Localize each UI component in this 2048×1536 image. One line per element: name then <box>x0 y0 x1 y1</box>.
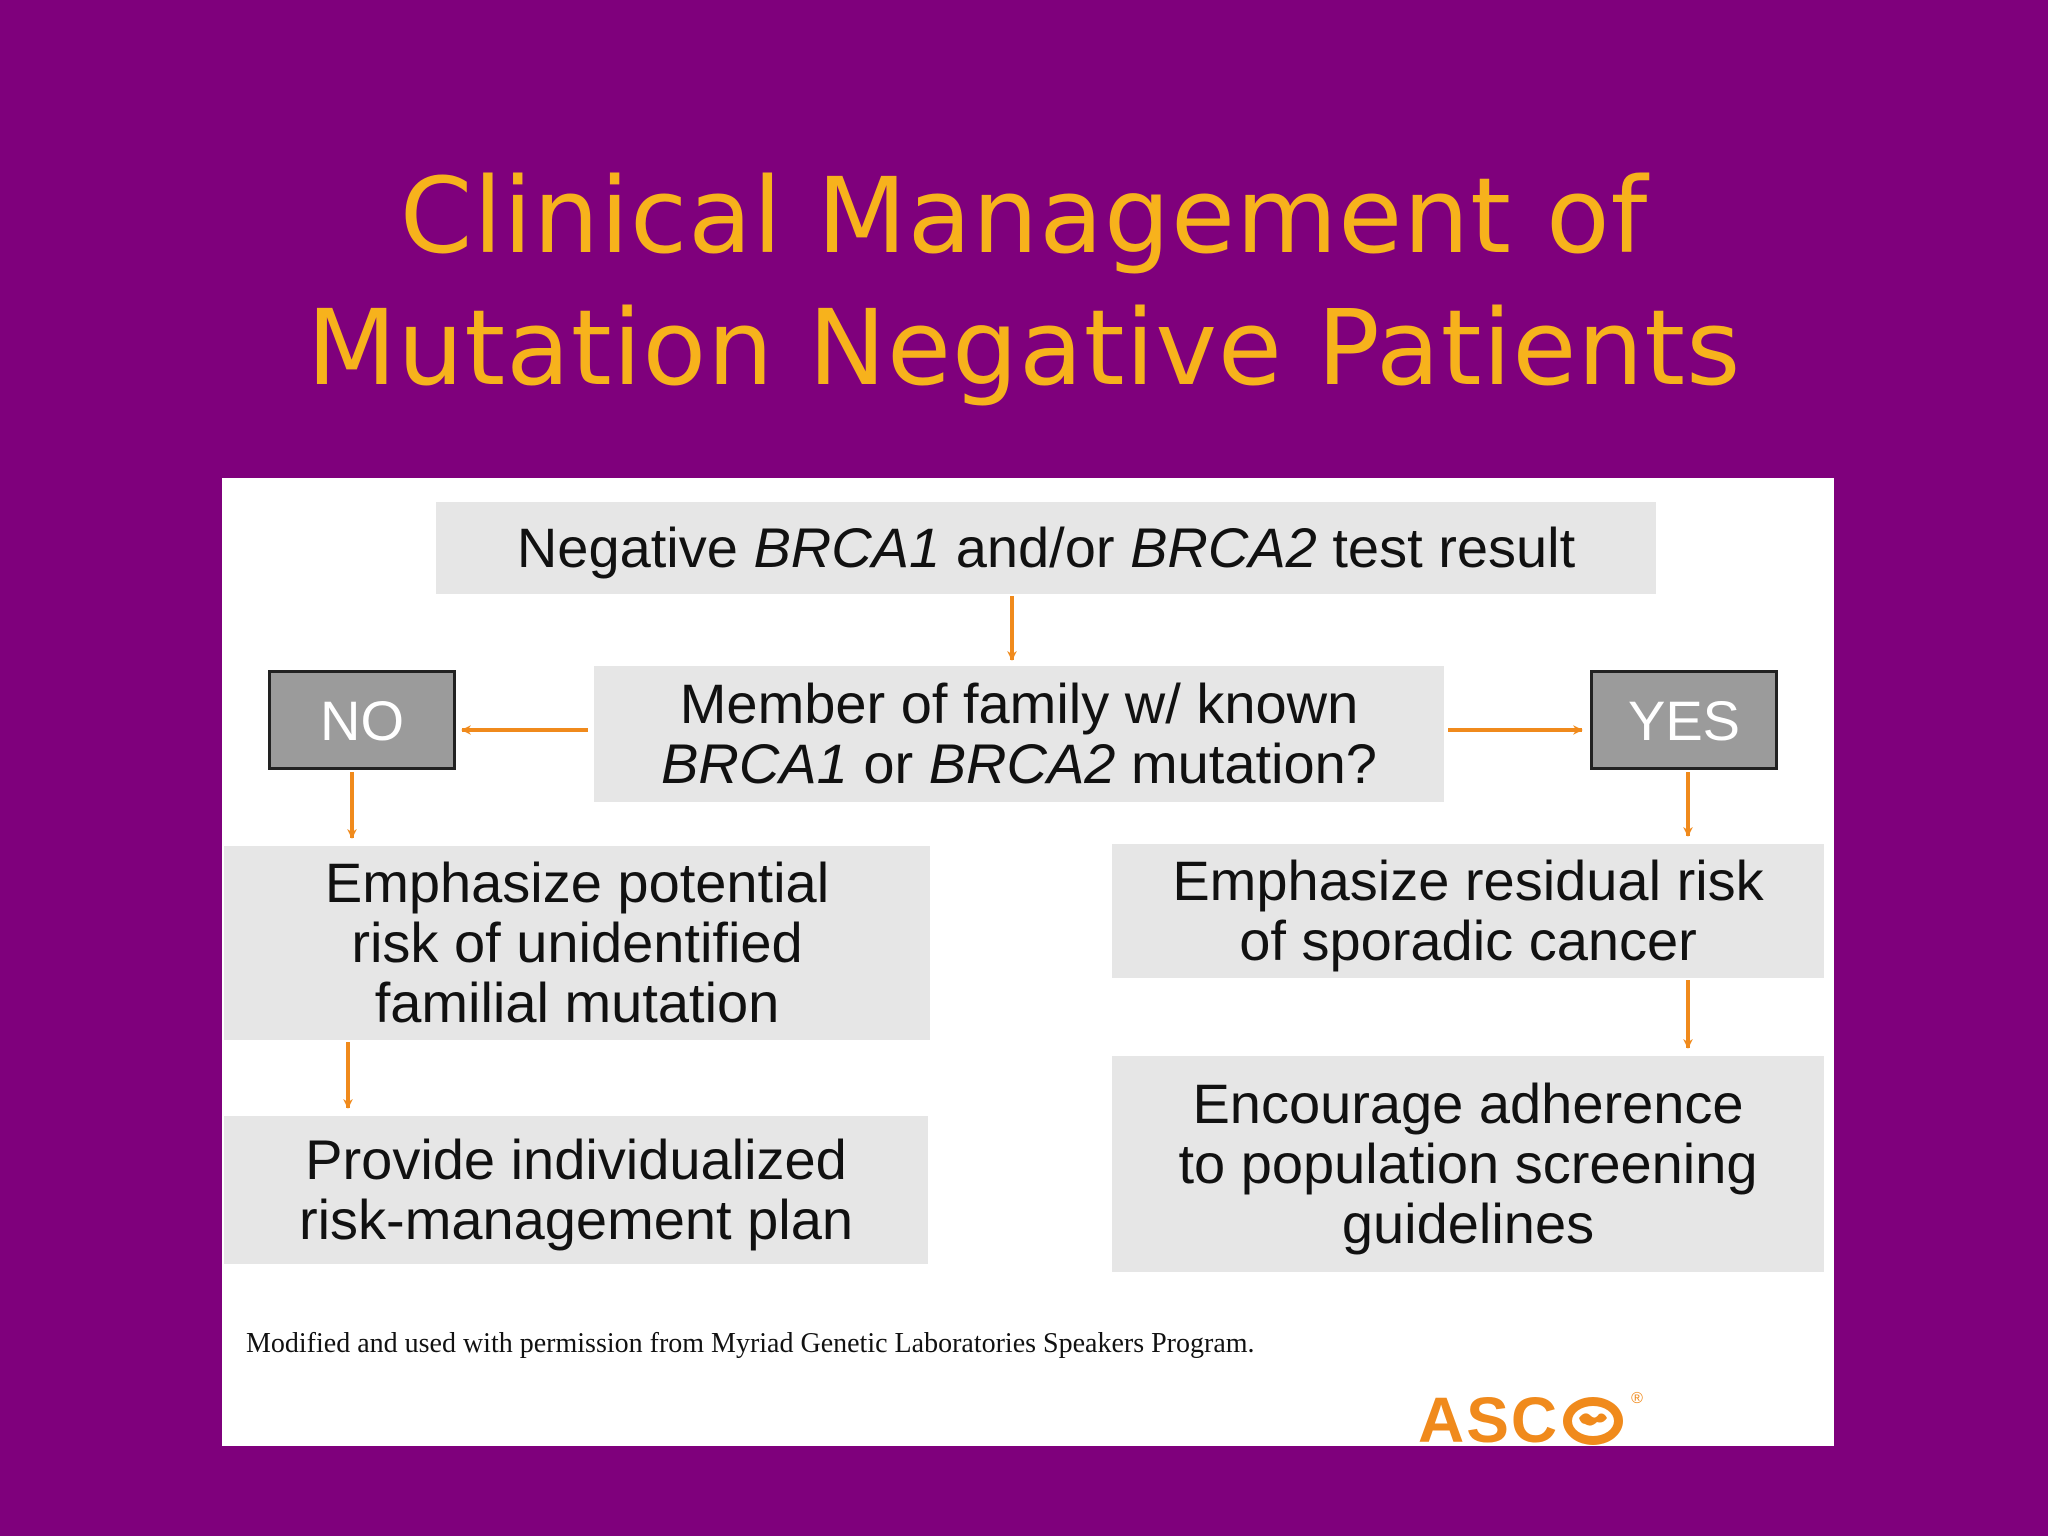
emphasize-potential-risk-box: Emphasize potential risk of unidentified… <box>224 846 930 1040</box>
no-decision-box: NO <box>268 670 456 770</box>
top-text-brca1: BRCA1 <box>753 516 941 579</box>
asco-logo: ASC ® <box>1418 1384 1748 1456</box>
no-step1-line-1: Emphasize potential <box>324 851 830 914</box>
emphasize-residual-risk-box: Emphasize residual risk of sporadic canc… <box>1112 844 1824 978</box>
encourage-adherence-box: Encourage adherence to population screen… <box>1112 1056 1824 1272</box>
no-step2-line-1: Provide individualized <box>305 1128 847 1191</box>
yes-label: YES <box>1627 688 1741 752</box>
slide-title: Clinical Management of Mutation Negative… <box>0 150 2048 414</box>
question-brca1: BRCA1 <box>661 732 848 795</box>
title-line-2: Mutation Negative Patients <box>306 287 1742 409</box>
logo-text: ASC <box>1418 1384 1560 1456</box>
question-or: or <box>847 732 929 795</box>
individualized-plan-box: Provide individualized risk-management p… <box>224 1116 928 1264</box>
no-label: NO <box>320 688 404 752</box>
flowchart-arrows <box>343 596 1693 1109</box>
globe-icon <box>1563 1397 1624 1445</box>
question-brca2: BRCA2 <box>928 732 1116 795</box>
yes-step2-line-2: to population screening <box>1178 1132 1758 1195</box>
no-step1-line-3: familial mutation <box>374 971 780 1034</box>
family-mutation-question-box: Member of family w/ known BRCA1 or BRCA2… <box>594 666 1444 802</box>
yes-step1-line-2: of sporadic cancer <box>1239 909 1697 972</box>
top-text-brca2: BRCA2 <box>1130 516 1317 579</box>
top-text-pre: Negative <box>516 516 754 579</box>
yes-decision-box: YES <box>1590 670 1778 770</box>
flowchart-panel: Negative BRCA1 and/or BRCA2 test result … <box>222 478 1834 1452</box>
yes-step2-line-3: guidelines <box>1341 1192 1595 1255</box>
yes-step2-line-1: Encourage adherence <box>1192 1072 1744 1135</box>
top-text-mid: and/or <box>940 516 1131 579</box>
title-line-1: Clinical Management of <box>399 155 1649 277</box>
no-step2-line-2: risk-management plan <box>298 1188 854 1251</box>
negative-test-result-box: Negative BRCA1 and/or BRCA2 test result <box>436 502 1656 594</box>
registered-mark: ® <box>1631 1390 1643 1407</box>
credit-note: Modified and used with permission from M… <box>246 1328 1255 1359</box>
question-line-1: Member of family w/ known <box>679 672 1359 735</box>
question-post: mutation? <box>1115 732 1377 795</box>
no-step1-line-2: risk of unidentified <box>351 911 803 974</box>
yes-step1-line-1: Emphasize residual risk <box>1172 849 1764 912</box>
top-text-post: test result <box>1316 516 1576 579</box>
